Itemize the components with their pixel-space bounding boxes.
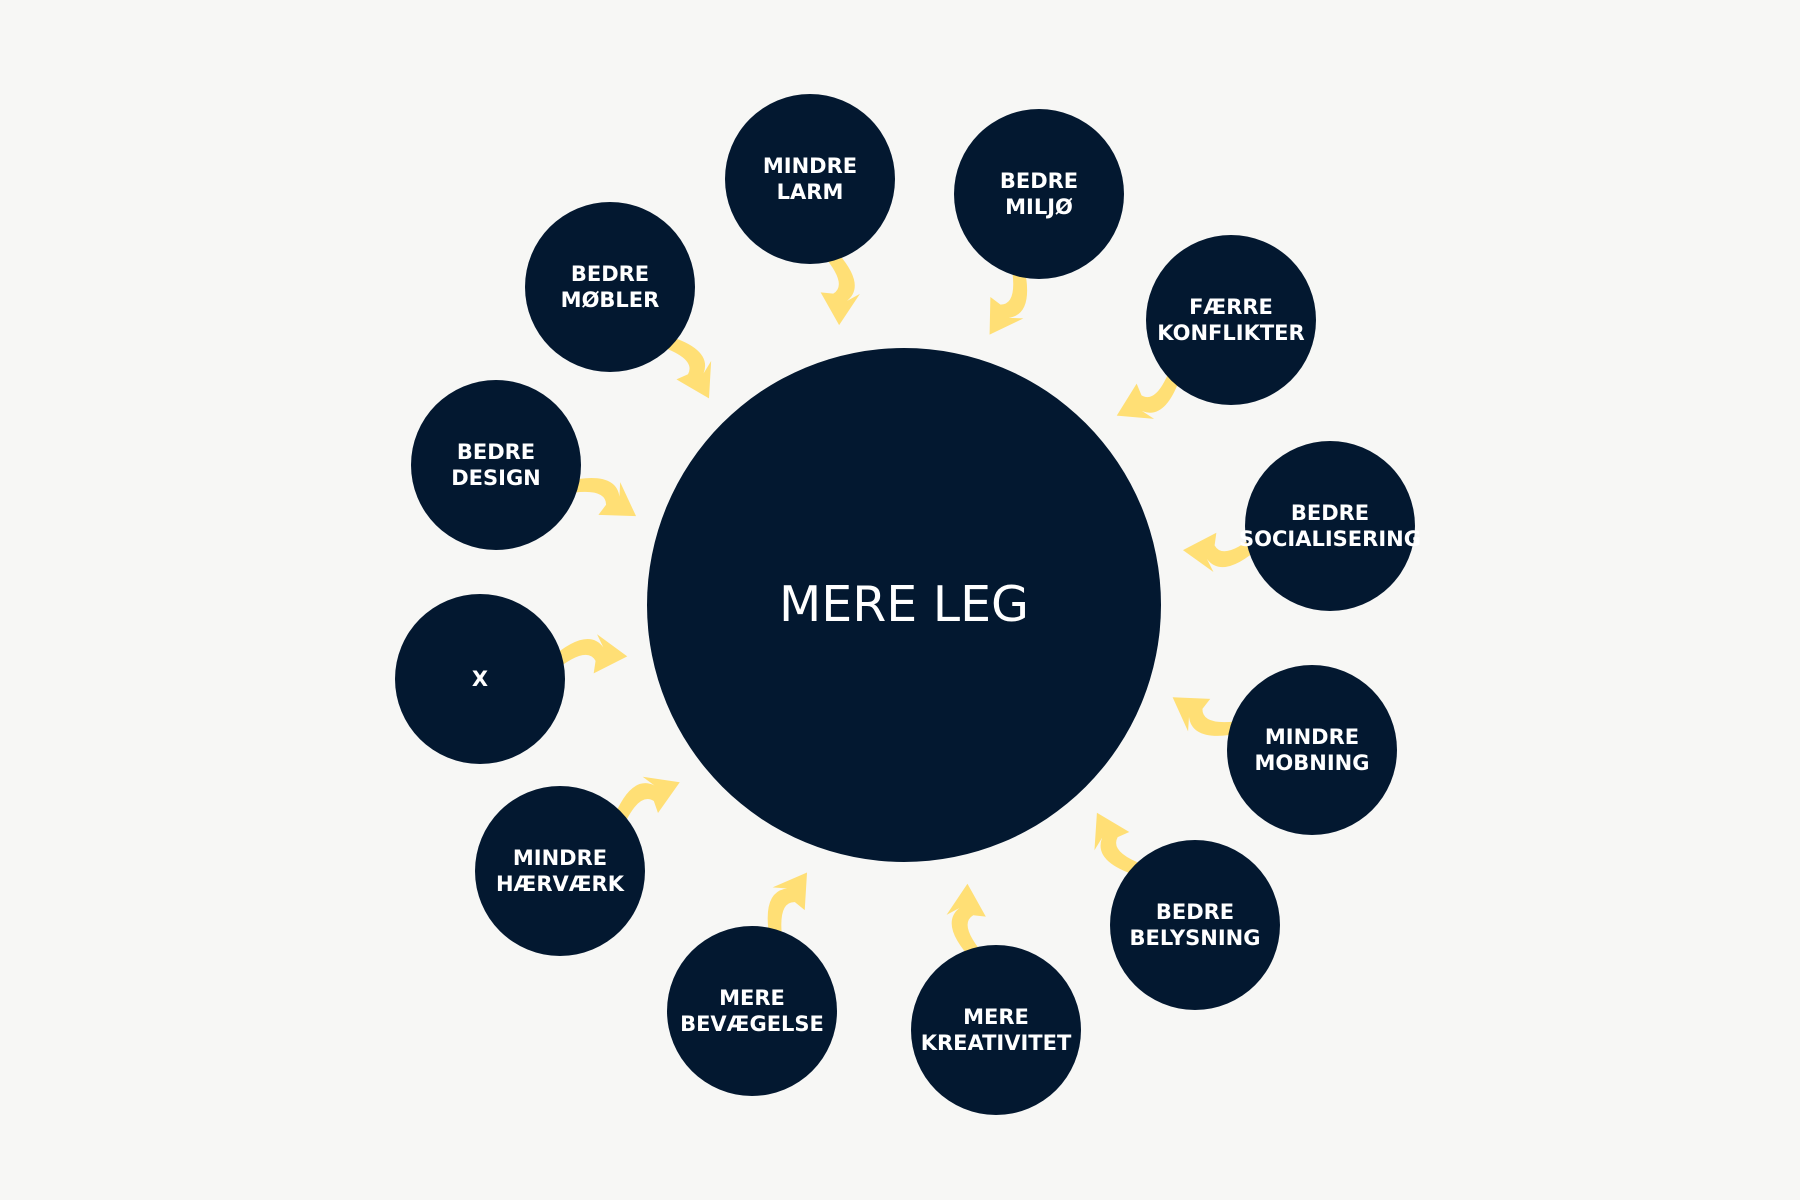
node-circle xyxy=(1245,441,1415,611)
node-label: BEDRE xyxy=(457,440,535,464)
arrow-mere-kreativitet xyxy=(946,883,988,963)
node-label: KREATIVITET xyxy=(921,1031,1072,1055)
node-label: BELYSNING xyxy=(1130,926,1261,950)
node-label: MINDRE xyxy=(1265,725,1359,749)
node-label: MINDRE xyxy=(763,154,857,178)
arrow-bedre-socialisering xyxy=(1182,532,1262,572)
node-label: BEDRE xyxy=(571,262,649,286)
node-circle xyxy=(395,594,565,764)
node-circle xyxy=(411,380,581,550)
node-circle xyxy=(1110,840,1280,1010)
node-circle xyxy=(725,94,895,264)
node-label: MERE xyxy=(719,986,785,1010)
hub: MERE LEG xyxy=(647,348,1161,862)
arrows-layer xyxy=(548,246,1262,963)
node-label: MOBNING xyxy=(1255,751,1370,775)
node-label: SOCIALISERING xyxy=(1239,527,1421,551)
node-label: BEDRE xyxy=(1000,169,1078,193)
node-x: X xyxy=(395,594,565,764)
hub-circle xyxy=(647,348,1161,862)
arrow-bedre-mobler xyxy=(653,334,712,399)
node-label: LARM xyxy=(777,180,844,204)
node-label: MØBLER xyxy=(561,288,660,312)
node-label: BEDRE xyxy=(1291,501,1369,525)
node-label: KONFLIKTER xyxy=(1157,321,1304,345)
arrow-mere-bevaegelse xyxy=(767,872,808,947)
node-label: MERE xyxy=(963,1005,1029,1029)
node-circle xyxy=(667,926,837,1096)
node-label: FÆRRE xyxy=(1189,295,1273,319)
node-label: BEVÆGELSE xyxy=(680,1012,824,1036)
node-label: HÆRVÆRK xyxy=(496,872,625,896)
node-circle xyxy=(525,202,695,372)
node-circle xyxy=(475,786,645,956)
arrow-bedre-design xyxy=(560,478,637,517)
node-label: BEDRE xyxy=(1156,900,1234,924)
arrow-bedre-miljo xyxy=(989,259,1028,335)
node-label: X xyxy=(472,667,488,691)
node-circle xyxy=(1146,235,1316,405)
arrow-bedre-belysning xyxy=(1094,812,1153,878)
node-label: MILJØ xyxy=(1005,195,1073,219)
hub-label: MERE LEG xyxy=(779,576,1029,633)
arrow-x xyxy=(548,634,628,674)
node-circle xyxy=(911,945,1081,1115)
arrow-mindre-larm xyxy=(818,246,860,326)
node-label: DESIGN xyxy=(451,466,541,490)
node-label: MINDRE xyxy=(513,846,607,870)
arrow-mindre-haervaerk xyxy=(611,776,680,834)
node-circle xyxy=(1227,665,1397,835)
node-circle xyxy=(954,109,1124,279)
arrow-mindre-mobning xyxy=(1172,697,1248,736)
arrow-faerre-konflikter xyxy=(1116,361,1183,419)
